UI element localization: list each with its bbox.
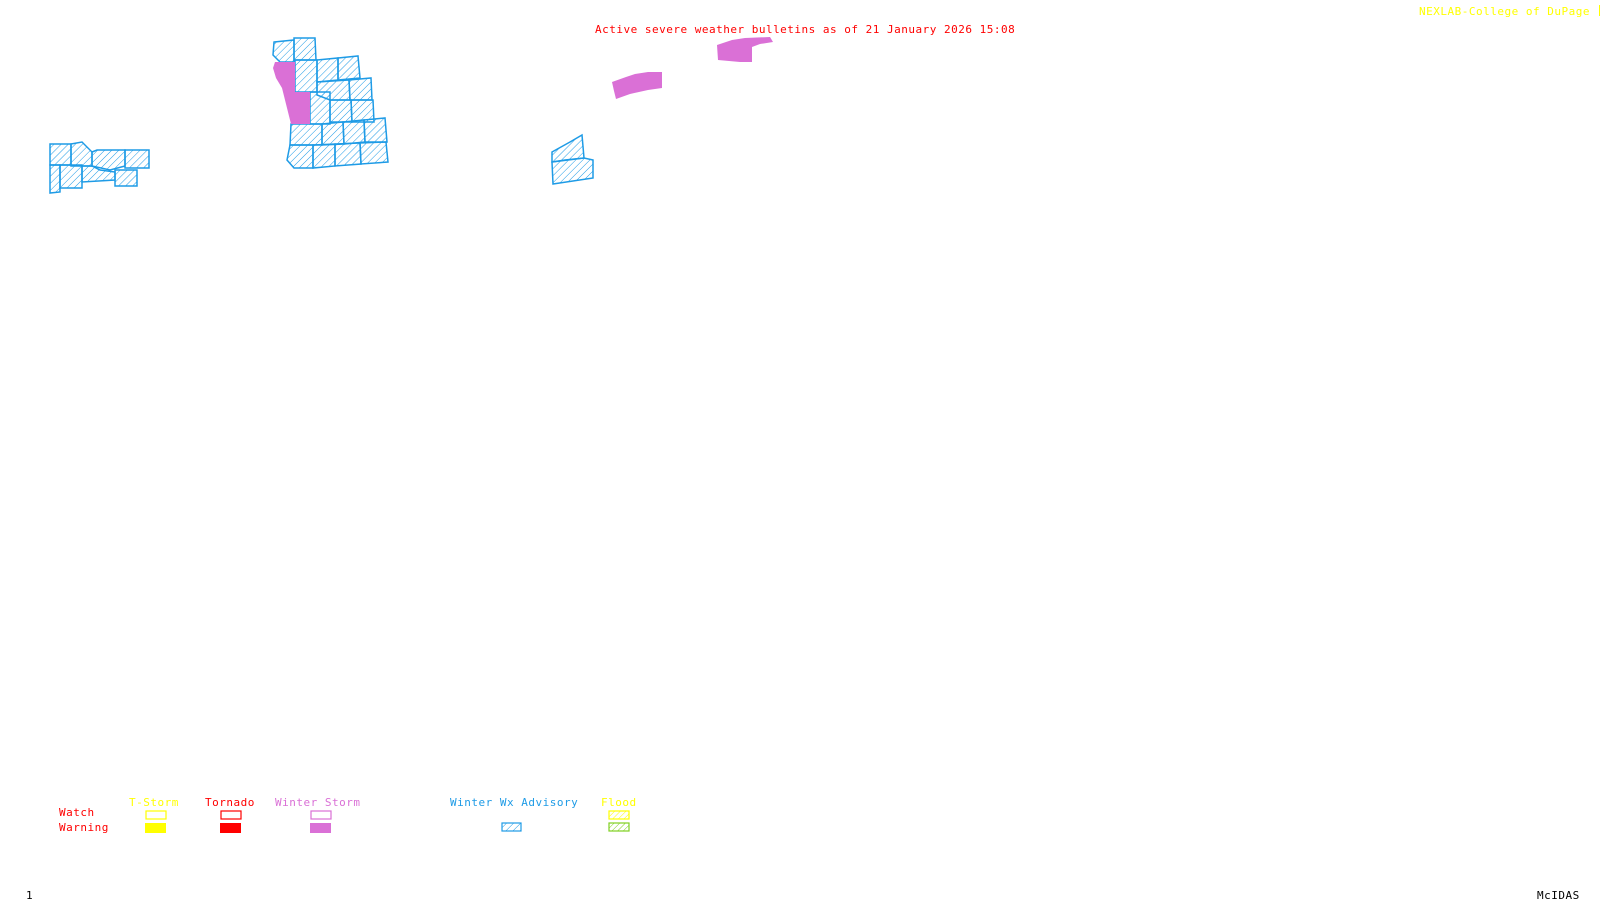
- software-label: McIDAS: [1537, 889, 1580, 902]
- legend-header-winter-wx-advisory: Winter Wx Advisory: [450, 796, 579, 809]
- legend-tornado-warning-swatch: [220, 823, 241, 833]
- winter-storm-warning-area-north-central-2: [717, 37, 773, 62]
- legend-row-warning: Warning: [59, 821, 109, 834]
- legend-winter-storm-watch-swatch: [310, 810, 332, 820]
- legend-tstorm-warning-swatch: [145, 823, 166, 833]
- nexlab-credit: NEXLAB-College of DuPage: [1419, 5, 1600, 18]
- legend-header-flood: Flood: [601, 796, 637, 809]
- advisory-area-west: [49, 141, 150, 194]
- legend-row-watch: Watch: [59, 806, 95, 819]
- advisory-area-central: [551, 133, 594, 185]
- legend-header-tstorm: T-Storm: [129, 796, 179, 809]
- advisory-area-upper-midwest: [272, 37, 389, 169]
- winter-storm-warning-area-north-central-1: [612, 72, 662, 99]
- legend-tornado-watch-swatch: [220, 810, 242, 820]
- frame-number: 1: [26, 889, 34, 902]
- legend-winter-wx-advisory-swatch: [501, 822, 522, 832]
- legend-header-tornado: Tornado: [205, 796, 255, 809]
- winter-storm-warning-area-west-edge: [273, 62, 310, 124]
- legend-tstorm-watch-swatch: [145, 810, 167, 820]
- legend-flood-watch-swatch: [608, 810, 630, 820]
- credit-text: NEXLAB-College of DuPage: [1419, 5, 1590, 18]
- bulletin-title: Active severe weather bulletins as of 21…: [595, 23, 1016, 36]
- legend-flood-warning-swatch: [608, 822, 630, 832]
- legend-swatches: [145, 810, 630, 833]
- legend-winter-storm-warning-swatch: [310, 823, 331, 833]
- legend-header-winter-storm: Winter Storm: [275, 796, 361, 809]
